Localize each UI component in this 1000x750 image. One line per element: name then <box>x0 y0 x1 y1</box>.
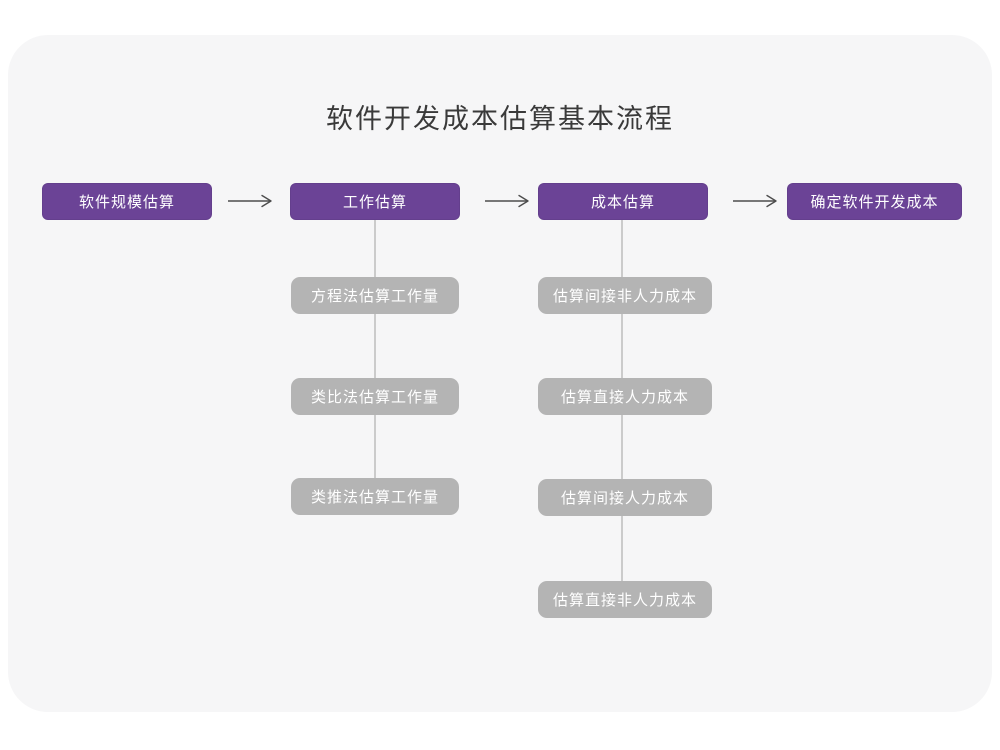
node-cost-estimation: 成本估算 <box>538 183 708 220</box>
node-direct-labor-cost: 估算直接人力成本 <box>538 378 712 415</box>
right-arrow-icon <box>485 194 529 208</box>
connector-work-estimation <box>374 219 376 497</box>
node-indirect-non-labor-cost: 估算间接非人力成本 <box>538 277 712 314</box>
node-direct-non-labor-cost: 估算直接非人力成本 <box>538 581 712 618</box>
node-software-scale-estimation: 软件规模估算 <box>42 183 212 220</box>
node-work-estimation: 工作估算 <box>290 183 460 220</box>
right-arrow-icon <box>733 194 777 208</box>
node-indirect-labor-cost: 估算间接人力成本 <box>538 479 712 516</box>
node-equation-method-workload: 方程法估算工作量 <box>291 277 459 314</box>
node-determine-development-cost: 确定软件开发成本 <box>787 183 962 220</box>
page-title: 软件开发成本估算基本流程 <box>326 104 674 134</box>
right-arrow-icon <box>228 194 272 208</box>
node-analogy-method-workload: 类比法估算工作量 <box>291 378 459 415</box>
diagram-card <box>8 35 992 712</box>
node-extrapolation-method-workload: 类推法估算工作量 <box>291 478 459 515</box>
